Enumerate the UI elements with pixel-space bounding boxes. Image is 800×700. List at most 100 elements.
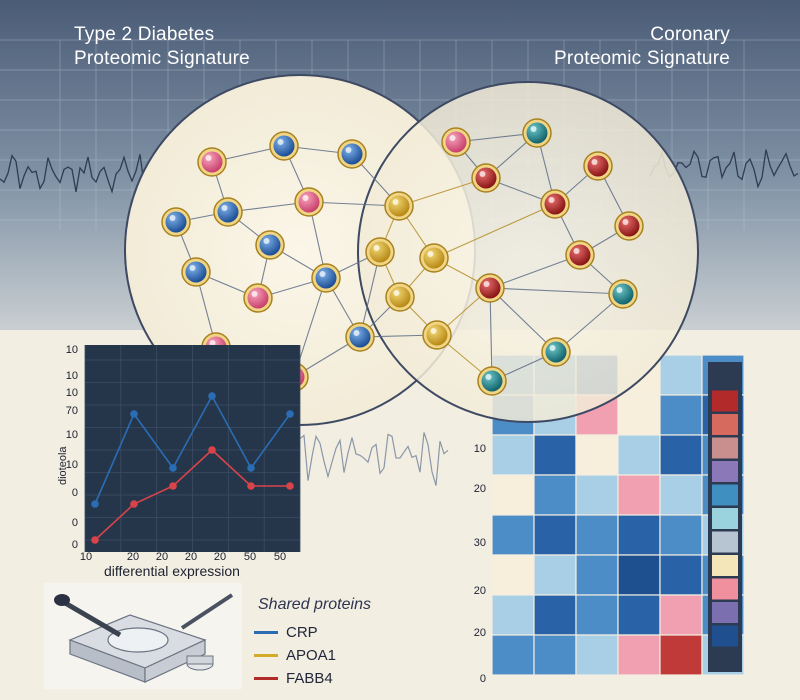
line-chart-y-tick: 10 [66,387,78,399]
line-chart-y-tick: 70 [66,405,78,417]
network-node-highlight [449,135,456,141]
legend-swatch-fabb4 [254,676,278,680]
color-strip-swatch [712,555,738,576]
line-series-2-point [247,482,255,490]
color-strip-swatch [712,484,738,506]
line-series-2-point [91,536,99,544]
heatmap-cell [533,514,577,556]
line-series-2-point [169,482,177,490]
legend-title: Shared proteins [258,596,371,613]
right-title-line-1: Coronary [650,24,730,45]
color-strip-swatch [712,625,738,647]
color-strip-swatch [712,461,738,482]
right-title-line-2: Proteomic Signature [554,48,730,69]
heatmap-cell [491,554,535,596]
line-chart-series [91,392,294,544]
line-chart-y-tick: 10 [66,370,78,382]
color-strip-swatch [712,602,738,623]
network-node-highlight [302,195,309,201]
legend-label-fabb4: FABB4 [286,669,333,687]
legend-item-apoa1: APOA1 [254,645,336,665]
heatmap-cell [575,594,619,636]
line-series-1-point [130,410,138,418]
heatmap-cell [491,594,535,636]
network-node-highlight [393,290,400,296]
color-strip-swatch [712,414,738,435]
line-chart-y-tick: 10 [66,459,78,471]
heatmap-y-tick: 0 [480,673,486,685]
color-strip-swatch [712,649,738,670]
legend-label-crp: CRP [286,623,318,641]
network-node-highlight [549,345,556,351]
signal-wave-center [299,432,449,486]
color-strip-swatch [712,508,738,529]
line-series-2-point [208,446,216,454]
network-node-highlight [263,238,270,244]
line-chart-x-tick: 10 [80,551,92,563]
line-series-1-point [286,410,294,418]
left-title-line-2: Proteomic Signature [74,48,250,69]
heatmap-cell [491,434,535,476]
line-chart-x-tick: 20 [185,551,197,563]
color-strip-swatch [712,367,738,388]
network-node-highlight [373,245,380,251]
heatmap-y-tick: 20 [474,483,486,495]
line-series-1-point [91,500,99,508]
heatmap-color-strip [708,362,742,672]
color-strip-swatch [712,437,738,459]
network-edge [489,287,557,353]
heatmap-y-tick: 20 [474,585,486,597]
network-node-highlight [573,248,580,254]
network-node-highlight [319,271,326,277]
network-node-highlight [251,291,258,297]
heatmap-cell [617,474,661,516]
lab-equipment-illustration [44,583,242,689]
heatmap-cell [491,634,535,676]
network-node-highlight [169,215,176,221]
network-node-highlight [205,155,212,161]
network-node-highlight [616,287,623,293]
line-chart-y-tick: 0 [72,517,78,529]
left-title: Type 2 Diabetes Proteomic Signature [74,23,250,71]
heatmap-cell [659,394,703,436]
legend-swatch-crp [254,630,278,634]
heatmap-y-tick: 20 [474,627,486,639]
heatmap-cell [659,354,703,396]
legend-item-crp: CRP [254,622,318,642]
line-chart-y-label: dioteola [57,446,69,485]
line-series-2-point [130,500,138,508]
network-node-highlight [483,281,490,287]
heatmap-cell [617,634,661,676]
line-chart-x-tick: 20 [156,551,168,563]
heatmap-cell [575,554,619,596]
line-chart-y-tick: 0 [72,487,78,499]
legend-item-fabb4: FABB4 [254,668,333,688]
line-chart-y-tick: 0 [72,539,78,551]
network-node-highlight [548,197,555,203]
line-chart-x-tick: 50 [274,551,286,563]
network-node-highlight [189,265,196,271]
line-chart-x-tick: 20 [127,551,139,563]
line-chart-y-tick: 10 [66,344,78,356]
network-edge [308,201,400,207]
network-node-highlight [485,374,492,380]
line-chart-x-tick: 20 [214,551,226,563]
heatmap-y-tick: 30 [474,537,486,549]
network-node-highlight [479,171,486,177]
color-strip-swatch [712,578,738,600]
line-series-2 [94,448,290,541]
heatmap-y-ticks: 10 20 30 20 20 0 [474,443,486,685]
legend-label-apoa1: APOA1 [286,646,337,664]
network-edge [489,287,624,295]
heatmap-cell [659,594,703,636]
network-node-highlight [530,126,537,132]
legend-swatch-apoa1 [254,653,278,657]
network-node-highlight [277,139,284,145]
heatmap-y-tick: 10 [474,443,486,455]
network-edge [398,177,487,207]
line-series-2-point [286,482,294,490]
heatmap-cell [575,514,619,556]
